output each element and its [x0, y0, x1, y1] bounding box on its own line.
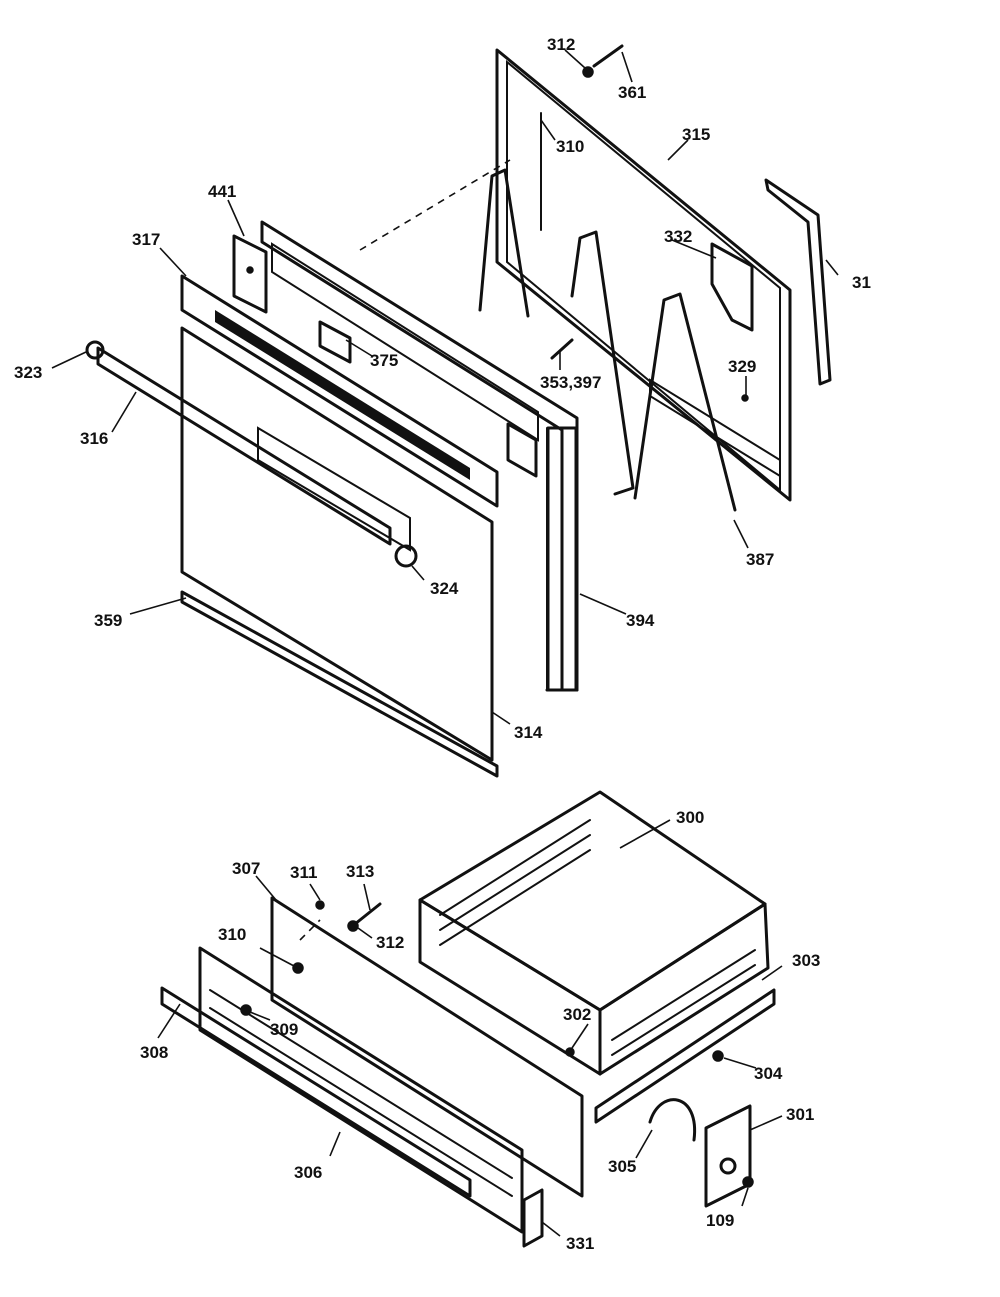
bracket-331 — [522, 1188, 544, 1248]
rack-supports — [478, 168, 737, 512]
slide-rail-303 — [594, 988, 776, 1124]
door-gasket-31 — [764, 178, 832, 386]
callout-310: 310 — [556, 137, 584, 156]
drawer-body-300 — [418, 790, 770, 1076]
callout-329: 329 — [728, 357, 756, 376]
door-hardware-bits — [540, 44, 749, 402]
end-cap-323 — [85, 340, 105, 360]
bracket-375 — [318, 320, 352, 364]
callout-387: 387 — [746, 550, 774, 569]
top-trim-317 — [180, 274, 499, 508]
hinge-bracket-right — [506, 422, 538, 478]
callouts: 312 361 310 315 31 441 317 332 323 375 3… — [14, 35, 871, 1253]
callout-305: 305 — [608, 1157, 636, 1176]
callout-303: 303 — [792, 951, 820, 970]
callout-311: 311 — [290, 863, 317, 882]
callout-300: 300 — [676, 808, 704, 827]
callout-394: 394 — [626, 611, 655, 630]
callout-304: 304 — [754, 1064, 783, 1083]
callout-312: 312 — [547, 35, 575, 54]
bottom-trim-359 — [180, 590, 499, 778]
callout-31: 31 — [852, 273, 871, 292]
assembly-line — [359, 159, 511, 251]
callout-310-lower: 310 — [218, 925, 246, 944]
callout-313: 313 — [346, 862, 374, 881]
inner-door-panel-315 — [495, 48, 792, 502]
callout-441: 441 — [208, 182, 236, 201]
assembly-line — [299, 919, 321, 941]
drawer-hardware-bits — [240, 900, 754, 1188]
outer-door-panel-314 — [180, 326, 494, 762]
callout-323: 323 — [14, 363, 42, 382]
callout-359: 359 — [94, 611, 122, 630]
bracket-301 — [704, 1104, 752, 1208]
callout-332: 332 — [664, 227, 692, 246]
callout-353-397: 353,397 — [540, 373, 601, 392]
callout-307: 307 — [232, 859, 260, 878]
clip-305 — [648, 1098, 697, 1142]
callout-361: 361 — [618, 83, 646, 102]
callout-306: 306 — [294, 1163, 322, 1182]
callout-308: 308 — [140, 1043, 168, 1062]
door-guide-rails — [649, 378, 781, 478]
callout-312-lower: 312 — [376, 933, 404, 952]
callout-302: 302 — [563, 1005, 591, 1024]
drawer-front-liner-307 — [270, 896, 584, 1198]
callout-315: 315 — [682, 125, 710, 144]
callout-309: 309 — [270, 1020, 298, 1039]
callout-109: 109 — [706, 1211, 734, 1230]
callout-301: 301 — [786, 1105, 814, 1124]
hinge-394 — [546, 426, 578, 692]
drawer-front-306 — [198, 946, 524, 1234]
end-cap-324 — [394, 544, 418, 568]
latch-332 — [710, 242, 754, 332]
bracket-441 — [232, 234, 268, 314]
trim-strip-308 — [160, 986, 472, 1198]
leader-lines — [51, 49, 839, 1237]
callout-375: 375 — [370, 351, 398, 370]
callout-316: 316 — [80, 429, 108, 448]
callout-331: 331 — [566, 1234, 594, 1253]
callout-314: 314 — [514, 723, 543, 742]
callout-317: 317 — [132, 230, 160, 249]
door-liner-frame — [260, 220, 579, 692]
callout-324: 324 — [430, 579, 459, 598]
